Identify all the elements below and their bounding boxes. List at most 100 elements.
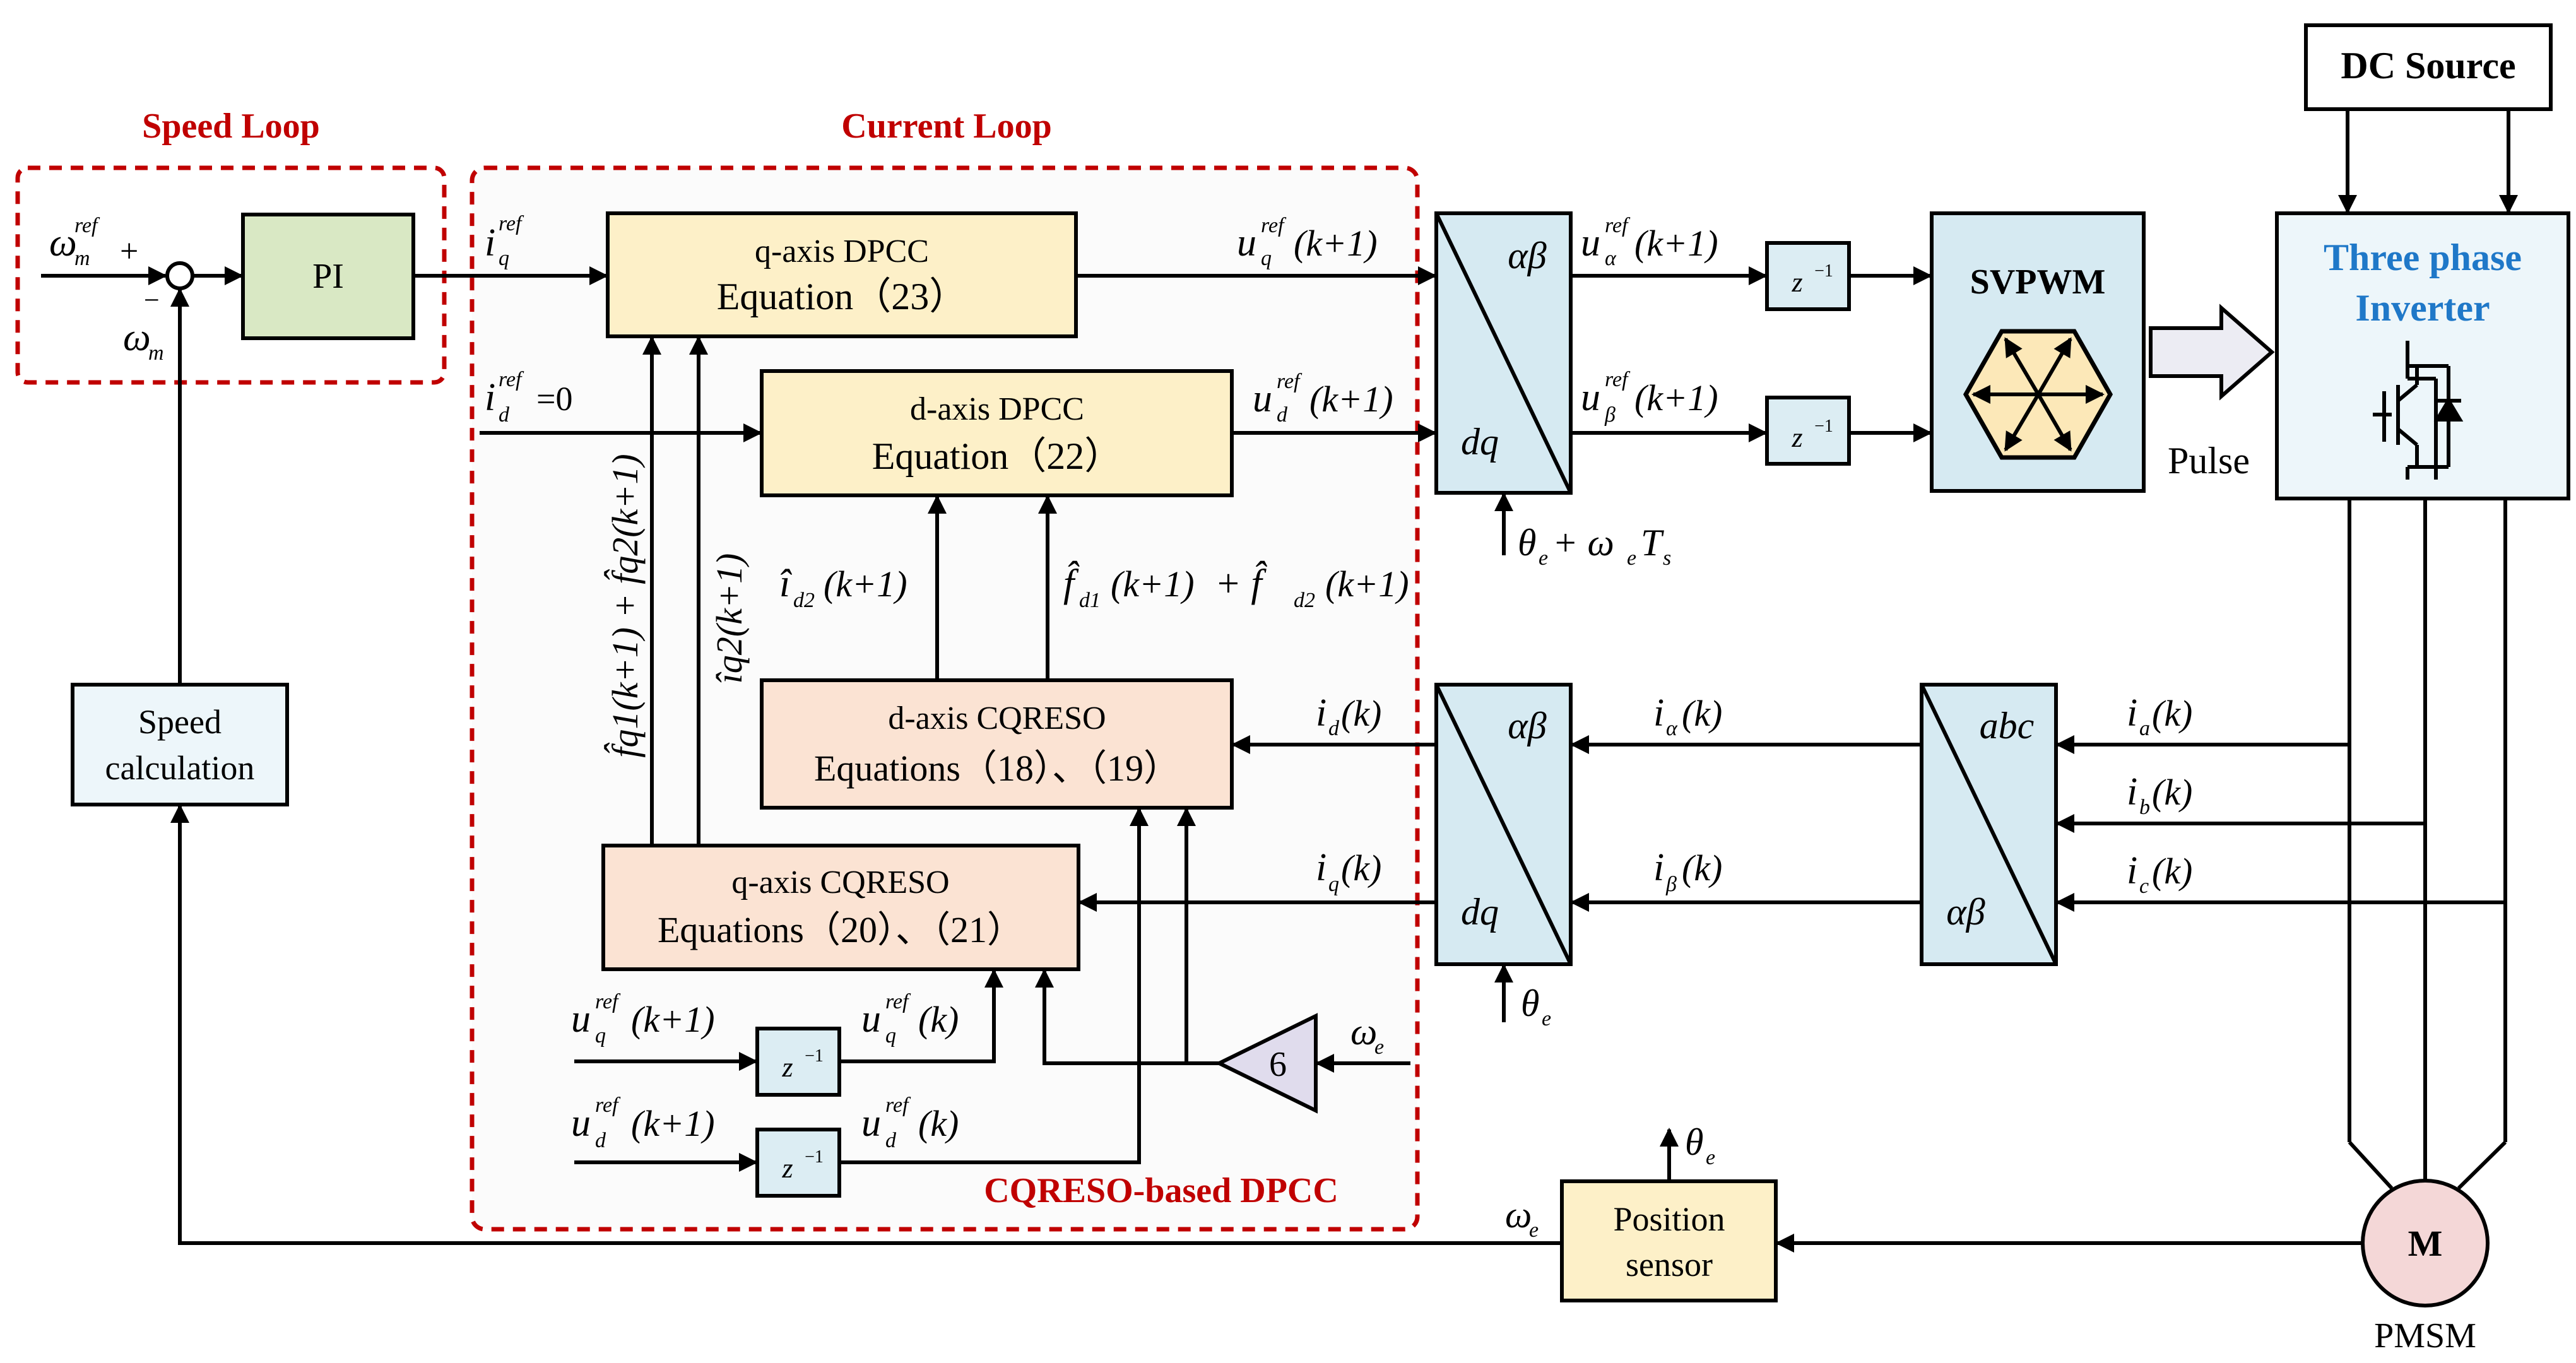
- svg-text:u: u: [1581, 221, 1600, 264]
- pulse-arrow: [2149, 304, 2275, 401]
- svg-text:(k+1): (k+1): [1111, 563, 1195, 605]
- d-cqreso-block: [760, 678, 1234, 810]
- uq-ref-k1-label: u ref q (k+1): [1237, 214, 1378, 270]
- svg-text:a: a: [2139, 717, 2150, 740]
- svg-text:(k+1): (k+1): [824, 563, 907, 605]
- svg-text:d1: d1: [1079, 589, 1101, 612]
- svg-text:d2: d2: [793, 589, 815, 612]
- q-dpcc-label: q-axis DPCC: [755, 233, 929, 269]
- svg-text:θ: θ: [1521, 982, 1539, 1024]
- svg-text:ref: ref: [1605, 368, 1631, 391]
- position-sensor-label-1: Position: [1613, 1200, 1725, 1238]
- d-dpcc-block: [760, 369, 1234, 497]
- svg-text:(k): (k): [2152, 851, 2192, 892]
- speed-loop-title: Speed Loop: [142, 107, 320, 146]
- svg-text:z: z: [781, 1052, 793, 1083]
- svg-text:i: i: [1316, 846, 1326, 889]
- svg-text:e: e: [1529, 1218, 1539, 1242]
- svg-text:(k): (k): [1682, 693, 1722, 734]
- svg-text:u: u: [571, 998, 591, 1041]
- delay-block-ud: [755, 1128, 841, 1198]
- d-dpcc-label: d-axis DPCC: [910, 391, 1084, 427]
- d-cqreso-label: d-axis CQRESO: [888, 700, 1106, 736]
- svg-text:(k): (k): [2152, 772, 2192, 813]
- svg-text:−1: −1: [1814, 261, 1833, 281]
- svg-text:(k+1): (k+1): [1325, 563, 1409, 605]
- pi-label: PI: [312, 257, 344, 296]
- svpwm-vector-arrows: [1971, 337, 2105, 452]
- svg-text:u: u: [571, 1102, 591, 1145]
- svg-text:e: e: [1374, 1036, 1384, 1059]
- svg-text:ω: ω: [123, 316, 151, 359]
- inverter-label-2: Inverter: [2355, 287, 2490, 329]
- svg-text:ω: ω: [49, 221, 77, 264]
- svg-text:i: i: [2127, 770, 2137, 813]
- pi-block: [241, 213, 415, 340]
- svg-text:i: i: [485, 221, 495, 264]
- i-q-label: i q (k): [1316, 846, 1381, 896]
- svg-text:d: d: [1328, 717, 1340, 740]
- svg-text:(k): (k): [918, 1103, 959, 1144]
- i-beta-label: i β (k): [1653, 846, 1722, 896]
- svg-text:ref: ref: [885, 990, 911, 1013]
- theta-e-label: θ e: [1521, 982, 1551, 1030]
- f-d-hat-label: f̂ d1 (k+1) + f̂ d2 (k+1): [1063, 561, 1409, 612]
- omega-e-gain-label: ω e: [1350, 1011, 1384, 1059]
- svg-text:d: d: [1277, 403, 1288, 427]
- i-alpha-label: i α (k): [1653, 692, 1722, 740]
- svg-text:z: z: [1791, 422, 1802, 453]
- delay-block-u-beta: [1765, 396, 1851, 466]
- svg-text:(k+1): (k+1): [1634, 377, 1718, 418]
- tf1-dq: dq: [1461, 421, 1499, 463]
- omega-m-label: ω m: [123, 316, 164, 365]
- svg-text:ref: ref: [885, 1094, 911, 1117]
- u-beta-ref-label: u ref β (k+1): [1581, 368, 1718, 427]
- svg-text:(k): (k): [2152, 693, 2192, 734]
- q-dpcc-eq: Equation（23）: [717, 276, 967, 317]
- svg-text:d: d: [595, 1129, 606, 1152]
- current-loop-title: Current Loop: [841, 107, 1051, 146]
- u-alpha-ref-label: u ref α (k+1): [1581, 214, 1718, 270]
- svg-text:u: u: [861, 998, 881, 1041]
- svg-text:β: β: [1665, 873, 1677, 896]
- tf2-ab: αβ: [1508, 705, 1546, 746]
- tf3-ab: αβ: [1946, 891, 1985, 933]
- i-d-label: i d (k): [1316, 692, 1381, 740]
- ud-ref-k1-label: u ref d (k+1): [1253, 370, 1393, 427]
- svg-text:θ: θ: [1685, 1121, 1703, 1163]
- i-d2-hat-label: î d2 (k+1): [779, 562, 907, 612]
- svg-text:=0: =0: [536, 380, 572, 418]
- inverter-block: [2275, 211, 2570, 500]
- svg-text:î: î: [779, 562, 792, 605]
- q-dpcc-block: [606, 211, 1078, 338]
- id-ref-label: i ref d =0: [485, 368, 572, 427]
- svg-text:α: α: [1666, 717, 1678, 740]
- svg-text:i: i: [2127, 849, 2137, 892]
- svg-text:T: T: [1641, 522, 1664, 563]
- theta-omega-ts-label: θ e + ω e T s: [1518, 522, 1671, 570]
- svg-text:e: e: [1542, 1007, 1551, 1030]
- svg-text:d: d: [499, 403, 510, 427]
- svg-text:ref: ref: [1605, 214, 1631, 237]
- speed-calc-label-1: Speed: [138, 703, 222, 741]
- summing-junction: [165, 261, 194, 290]
- svg-text:i: i: [1316, 692, 1326, 735]
- d-cqreso-eq: Equations（18）、（19）: [814, 748, 1180, 789]
- omega-ref-label: ω ref m + −: [49, 214, 160, 316]
- svg-text:(k+1): (k+1): [1309, 379, 1393, 420]
- svg-text:e: e: [1539, 546, 1548, 570]
- ud-ref-k-label: u ref d (k): [861, 1094, 959, 1152]
- svg-text:(k+1): (k+1): [631, 999, 715, 1040]
- svg-text:s: s: [1663, 546, 1671, 570]
- svg-text:−1: −1: [805, 1147, 824, 1167]
- svg-text:u: u: [1253, 377, 1272, 420]
- i-c-label: i c (k): [2127, 849, 2192, 898]
- svg-text:θ: θ: [1518, 522, 1536, 563]
- svg-text:q: q: [595, 1024, 606, 1047]
- position-sensor-label-2: sensor: [1626, 1246, 1713, 1283]
- svg-text:u: u: [861, 1102, 881, 1145]
- svg-text:+ ω: + ω: [1552, 522, 1614, 563]
- svg-text:i: i: [485, 376, 495, 419]
- igbt-icon: [2373, 341, 2464, 480]
